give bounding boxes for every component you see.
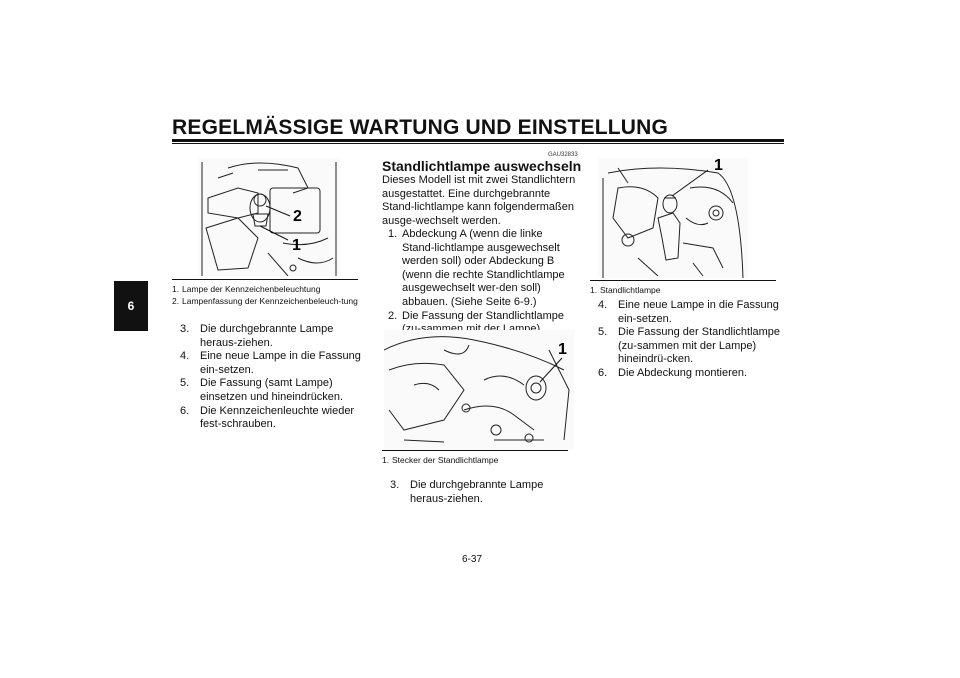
- page-number: 6-37: [462, 554, 483, 565]
- caption-item: 1. Lampe der Kennzeichenbeleuchtung: [172, 284, 321, 294]
- figure-captions: 1. Stecker der Standlichtlampe: [382, 455, 572, 465]
- chapter-tab: 6: [114, 281, 148, 331]
- intro-paragraph: Dieses Modell ist mit zwei Standlichtern…: [382, 174, 576, 227]
- callout-1: 1: [292, 237, 301, 254]
- step-item: 3. Die durchgebrannte Lampe heraus-ziehe…: [390, 479, 544, 505]
- license-lamp-figure: 2 1: [198, 158, 340, 276]
- position-lamp-illustration: 1: [602, 158, 744, 278]
- steps-list: 1. Abdeckung A (wenn die linke Stand-lic…: [388, 228, 578, 350]
- connector-figure: 1: [384, 330, 574, 450]
- connector-illustration: 1: [384, 336, 570, 443]
- header-rule: [172, 139, 784, 142]
- step-item: 5. Die Fassung der Standlichtlampe (zu-s…: [598, 326, 781, 366]
- step-item: 6. Die Kennzeichenleuchte wieder fest-sc…: [180, 404, 355, 431]
- steps-list: 4. Eine neue Lampe in die Fassung ein-se…: [598, 299, 784, 381]
- header-rule-thin: [172, 143, 784, 144]
- step-item: 4. Eine neue Lampe in die Fassung ein-se…: [598, 299, 779, 325]
- step-item: 6. Die Abdeckung montieren.: [598, 366, 748, 379]
- steps-list: 3. Die durchgebrannte Lampe heraus-ziehe…: [180, 323, 370, 432]
- figure-captions: 1. Standlichtlampe: [590, 285, 780, 295]
- document-code: GAU32833: [548, 152, 578, 158]
- figure-captions: 1. Lampe der Kennzeichenbeleuchtung 2. L…: [172, 284, 362, 306]
- step-item: 3. Die durchgebrannte Lampe heraus-ziehe…: [180, 323, 334, 349]
- caption-item: 1. Standlichtlampe: [590, 285, 661, 295]
- step-item: 5. Die Fassung (samt Lampe) einsetzen un…: [180, 377, 344, 403]
- caption-item: 1. Stecker der Standlichtlampe: [382, 455, 499, 465]
- page-title: REGELMÄSSIGE WARTUNG UND EINSTELLUNG: [172, 116, 669, 139]
- caption-rule: [590, 280, 776, 281]
- callout-1: 1: [714, 158, 723, 174]
- callout-1: 1: [558, 341, 567, 358]
- step-item: 1. Abdeckung A (wenn die linke Stand-lic…: [388, 228, 565, 308]
- step-item: 4. Eine neue Lampe in die Fassung ein-se…: [180, 350, 361, 376]
- section-heading: Standlichtlampe auswechseln: [382, 158, 582, 174]
- steps-list: 3. Die durchgebrannte Lampe heraus-ziehe…: [390, 479, 576, 506]
- caption-rule: [172, 279, 358, 280]
- caption-rule: [382, 450, 568, 451]
- caption-item: 2. Lampenfassung der Kennzeichenbeleuch-…: [172, 296, 358, 306]
- position-lamp-figure: 1: [598, 158, 748, 278]
- license-lamp-illustration: 2 1: [201, 162, 337, 276]
- callout-2: 2: [293, 208, 302, 225]
